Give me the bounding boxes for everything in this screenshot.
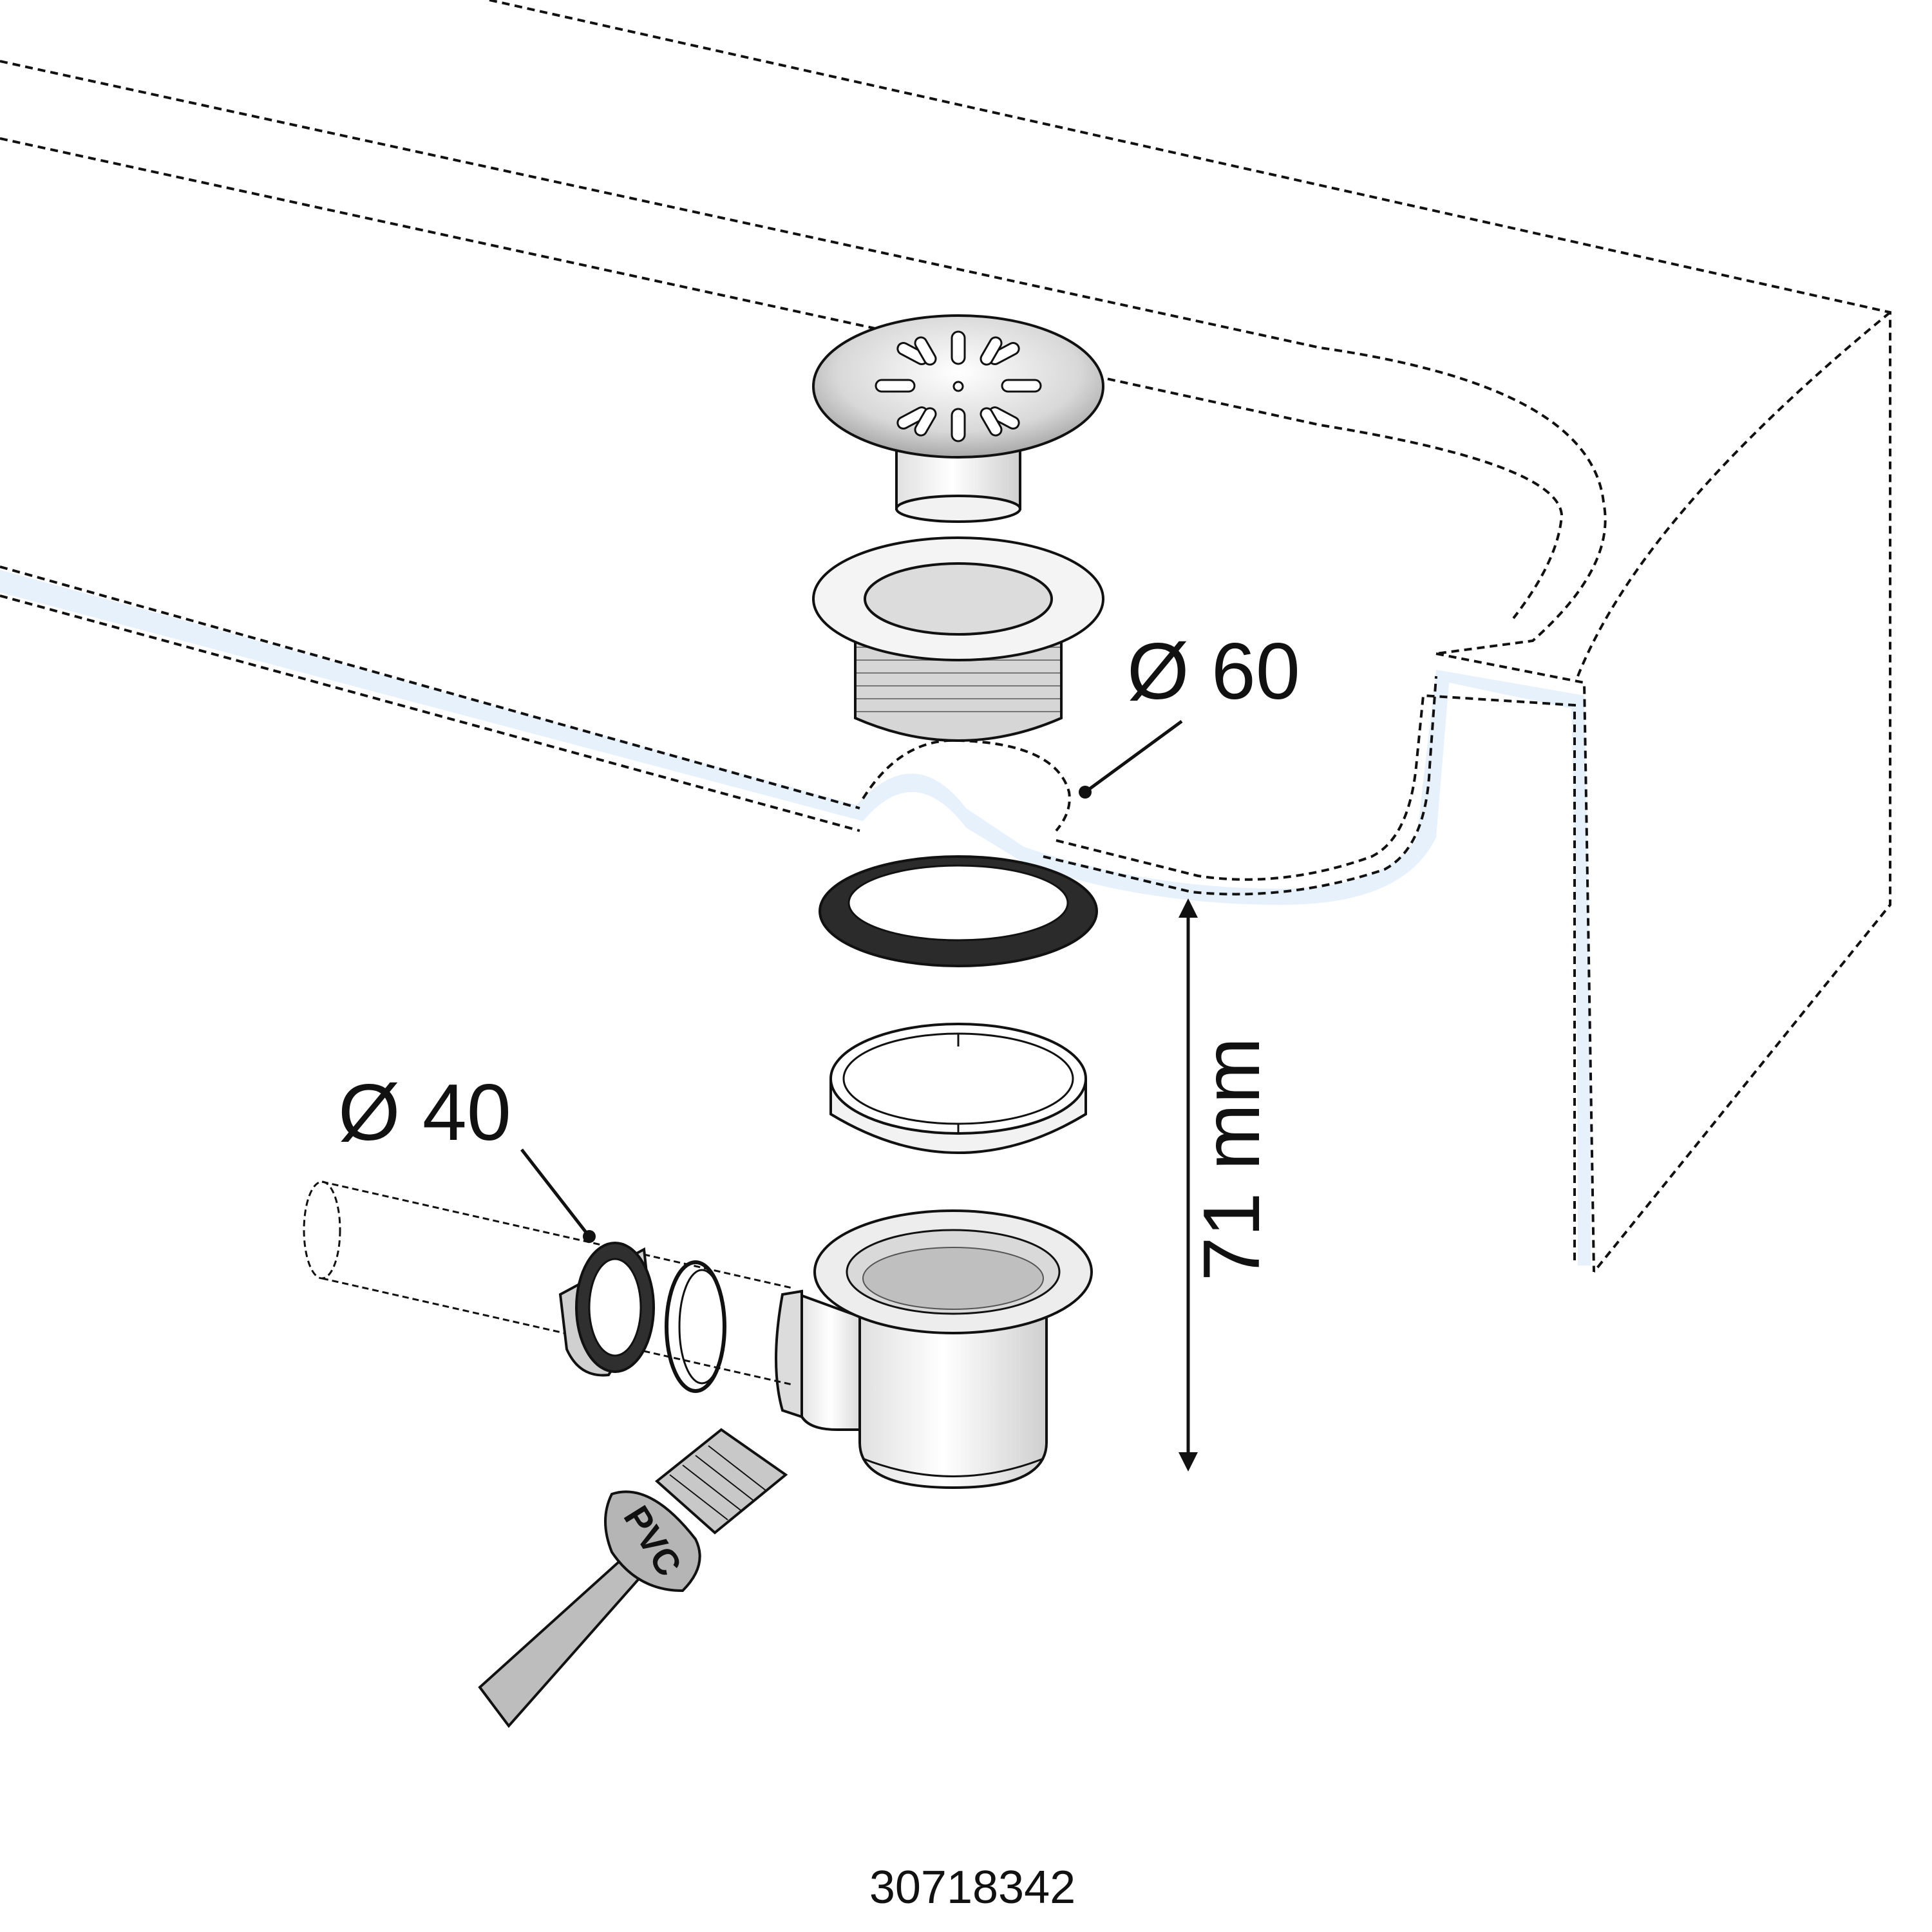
drain-body	[775, 1209, 1093, 1490]
diameter-60-label: Ø 60	[1127, 627, 1300, 716]
dimension-height-71mm: 71 mm	[1179, 898, 1276, 1472]
threaded-flange	[812, 536, 1104, 742]
reference-code: 30718342	[869, 1862, 1075, 1913]
diameter-40-label: Ø 40	[338, 1068, 511, 1157]
pipe-40	[303, 1180, 793, 1386]
compression-nut	[558, 1242, 655, 1377]
height-71mm-label: 71 mm	[1188, 1037, 1276, 1282]
dimension-diameter-60: Ø 60	[1079, 627, 1300, 799]
shower-tray	[0, 0, 1891, 1273]
tray-edge-band	[0, 570, 1591, 1265]
o-ring	[665, 1260, 726, 1393]
dimension-diameter-40: Ø 40	[338, 1068, 596, 1243]
strainer-grate	[812, 314, 1104, 523]
rubber-gasket	[819, 855, 1098, 967]
pvc-glue-brush: PVC	[478, 1428, 788, 1728]
plastic-ring	[829, 1023, 1087, 1154]
